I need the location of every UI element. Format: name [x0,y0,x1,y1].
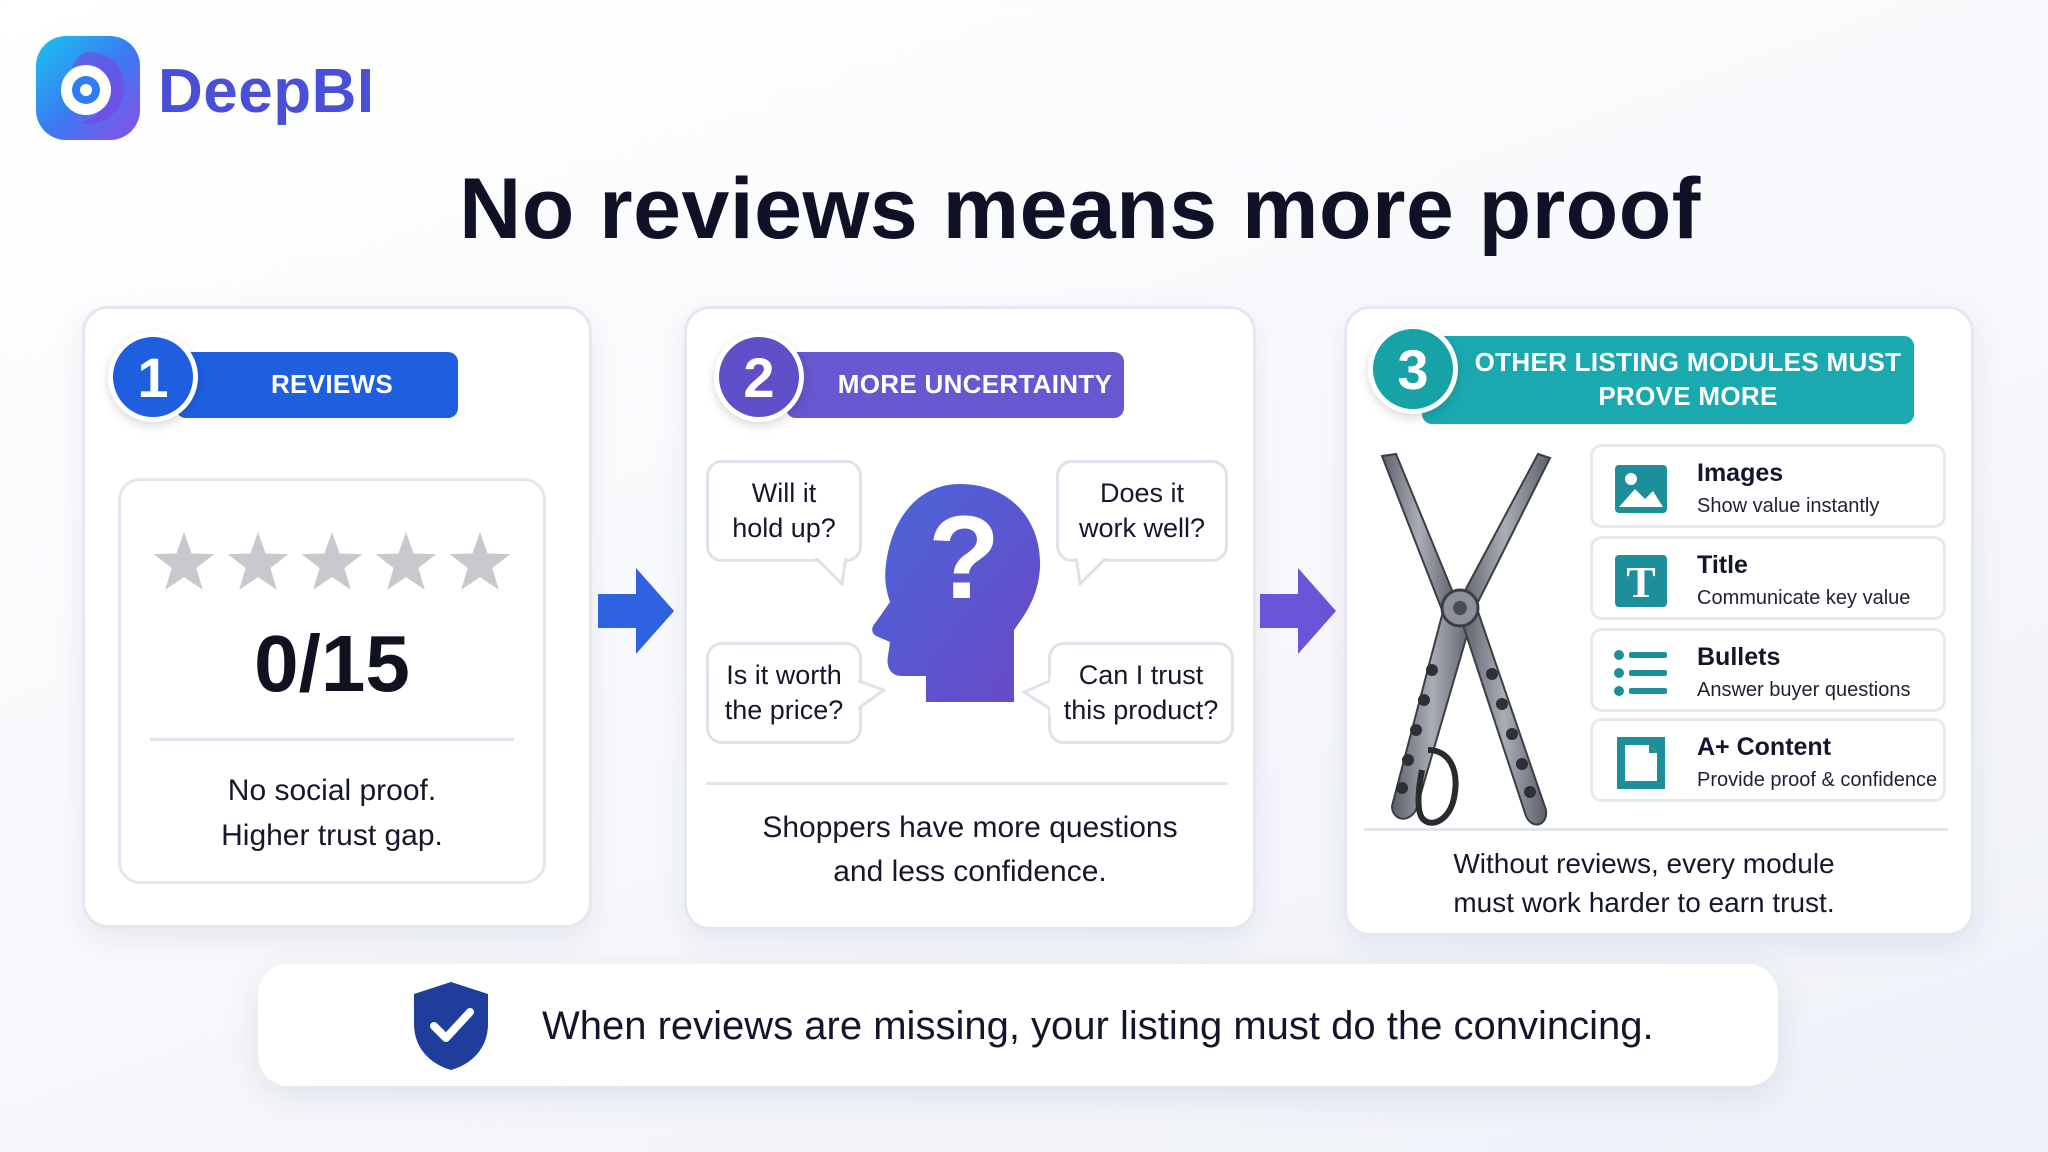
reviews-caption: No social proof. Higher trust gap. [118,768,546,858]
modules-caption-line-2: must work harder to earn trust. [1453,887,1835,919]
arrow-right-icon [1260,568,1336,654]
reviews-caption-line-2: Higher trust gap. [221,819,443,852]
step-1-label: REVIEWS [176,352,458,418]
module-title-card: T Title Communicate key value [1590,536,1946,620]
step-2-number: 2 [714,332,804,422]
divider [706,782,1228,785]
uncertainty-caption-line-1: Shoppers have more questions [762,811,1178,844]
question-bubble: Is it worth the price? [706,642,862,744]
bubble-tail [1022,676,1052,716]
module-title: Images [1697,459,1784,487]
module-title: A+ Content [1697,733,1832,761]
question-bubble: Can I trust this product? [1048,642,1234,744]
bubble-tail [1070,556,1110,586]
module-aplus-content: A+ Content Provide proof & confidence [1590,718,1946,802]
divider [150,738,514,741]
question-line: Will it [751,477,817,508]
banner-text: When reviews are missing, your listing m… [542,1004,1654,1048]
arrow-right-icon [598,568,674,654]
module-title: Bullets [1697,643,1781,671]
rating-stars [153,532,511,590]
question-bubble: Does it work well? [1056,460,1228,562]
title-icon: T [1615,555,1667,607]
pliers-product-image [1380,452,1552,826]
question-line: the price? [724,695,844,725]
star-icon [375,532,437,590]
bubble-tail [856,676,886,716]
module-desc: Communicate key value [1697,587,1911,609]
uncertainty-caption: Shoppers have more questions and less co… [690,806,1250,893]
step-3-label: OTHER LISTING MODULES MUST PROVE MORE [1422,336,1914,424]
modules-caption: Without reviews, every module must work … [1344,844,1944,922]
star-icon [153,532,215,590]
bullets-icon [1614,650,1667,696]
deepbi-logo-icon [36,36,140,140]
question-mark: ? [928,492,1000,624]
question-line: hold up? [732,513,836,543]
step-2-label: MORE UNCERTAINTY [786,352,1124,418]
module-title: Title [1697,551,1748,579]
module-desc: Answer buyer questions [1697,679,1911,701]
question-bubble: Will it hold up? [706,460,862,562]
star-icon [301,532,363,590]
module-images: Images Show value instantly [1590,444,1946,528]
summary-banner [258,964,1778,1086]
shield-check-icon [414,982,488,1070]
question-head-icon: ? [872,484,1041,702]
brand-name: DeepBI [158,57,375,126]
module-desc: Provide proof & confidence [1697,769,1938,791]
step-1-number: 1 [108,332,198,422]
question-line: Does it [1099,477,1185,508]
document-icon [1617,737,1665,789]
review-score: 0/15 [254,619,410,708]
question-line: Is it worth [726,659,842,690]
module-desc: Show value instantly [1697,495,1880,517]
module-bullets: Bullets Answer buyer questions [1590,628,1946,712]
title-glyph: T [1626,558,1655,607]
reviews-panel [118,478,546,884]
question-line: work well? [1078,513,1206,543]
modules-caption-line-1: Without reviews, every module [1453,848,1835,879]
image-icon [1615,465,1667,513]
step-3-number: 3 [1368,324,1458,414]
bubble-tail [812,556,852,586]
question-line: this product? [1063,695,1219,725]
reviews-caption-line-1: No social proof. [227,774,437,807]
star-icon [227,532,289,590]
star-icon [449,532,511,590]
page-title: No reviews means more proof [459,161,1701,257]
divider [1364,828,1948,831]
uncertainty-caption-line-2: and less confidence. [833,854,1107,888]
question-line: Can I trust [1078,659,1204,690]
